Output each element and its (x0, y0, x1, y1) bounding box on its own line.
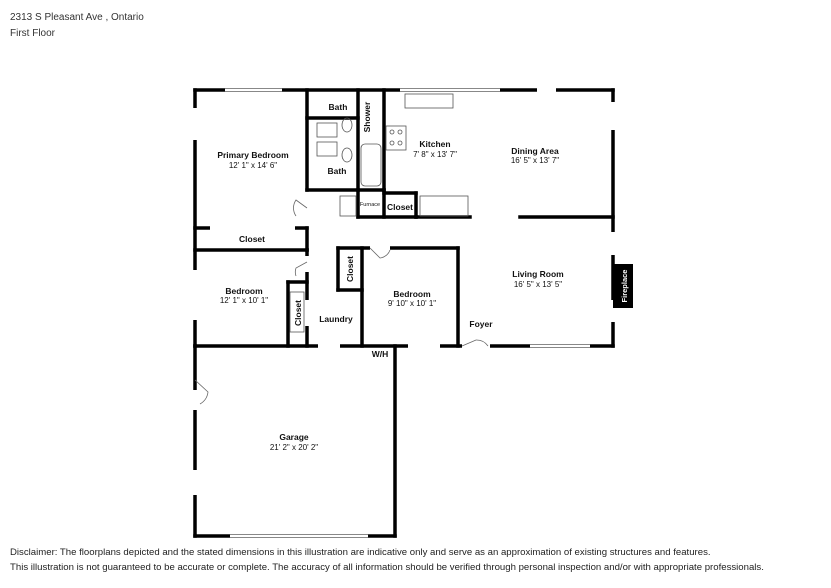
kitchen-sink-icon (404, 93, 454, 109)
dining-area-label: Dining Area (511, 146, 559, 156)
shower-label: Shower (362, 101, 372, 132)
dining-area-dims: 16' 5" x 13' 7" (511, 156, 559, 165)
property-address: 2313 S Pleasant Ave , Ontario (10, 12, 144, 23)
floor-label: First Floor (10, 28, 55, 39)
kitchen-label: Kitchen (419, 139, 450, 149)
window-frames (225, 88, 590, 538)
living-room-dims: 16' 5" x 13' 5" (514, 280, 562, 289)
sink-icon-2 (316, 141, 338, 157)
foyer-label: Foyer (469, 319, 493, 329)
toilet-icon (341, 117, 353, 133)
stove-icon (385, 125, 407, 151)
closet-shelf (289, 291, 305, 333)
primary-bedroom-label: Primary Bedroom (217, 150, 289, 160)
openings (193, 88, 615, 538)
bedroom-left-dims: 12' 1" x 10' 1" (220, 296, 268, 305)
laundry-label: Laundry (319, 314, 353, 324)
fixtures (289, 93, 469, 333)
disclaimer-line-2: This illustration is not guaranteed to b… (10, 562, 764, 573)
bath-upper-label: Bath (329, 102, 348, 112)
counter-icon (419, 195, 469, 217)
kitchen-dims: 7' 8" x 13' 7" (413, 150, 457, 159)
fireplace-label: Fireplace (620, 270, 629, 303)
living-room-label: Living Room (512, 269, 564, 279)
toilet-icon-2 (341, 147, 353, 163)
bathtub-icon (360, 143, 382, 187)
garage-dims: 21' 2" x 20' 2" (270, 443, 318, 452)
garage-label: Garage (279, 432, 309, 442)
room-labels: Primary Bedroom 12' 1" x 14' 6" Bath Sho… (217, 101, 629, 452)
bedroom-middle-dims: 9' 10" x 10' 1" (388, 299, 436, 308)
primary-bedroom-dims: 12' 1" x 14' 6" (229, 161, 277, 170)
wh-label: W/H (372, 349, 389, 359)
water-heater-icon (339, 195, 357, 217)
disclaimer-line-1: Disclaimer: The floorplans depicted and … (10, 547, 711, 558)
fireplace-box (613, 264, 633, 308)
sink-icon (316, 122, 338, 138)
bedroom-left-label: Bedroom (225, 286, 263, 296)
bath-lower-label: Bath (328, 166, 347, 176)
closet-middle-label: Closet (345, 256, 355, 282)
closet-primary-label: Closet (239, 234, 265, 244)
closet-left-label: Closet (293, 300, 303, 326)
door-swings (194, 199, 489, 405)
furnace-label: Furnace (360, 202, 380, 208)
closet-kitchen-label: Closet (387, 202, 413, 212)
bedroom-middle-label: Bedroom (393, 289, 431, 299)
